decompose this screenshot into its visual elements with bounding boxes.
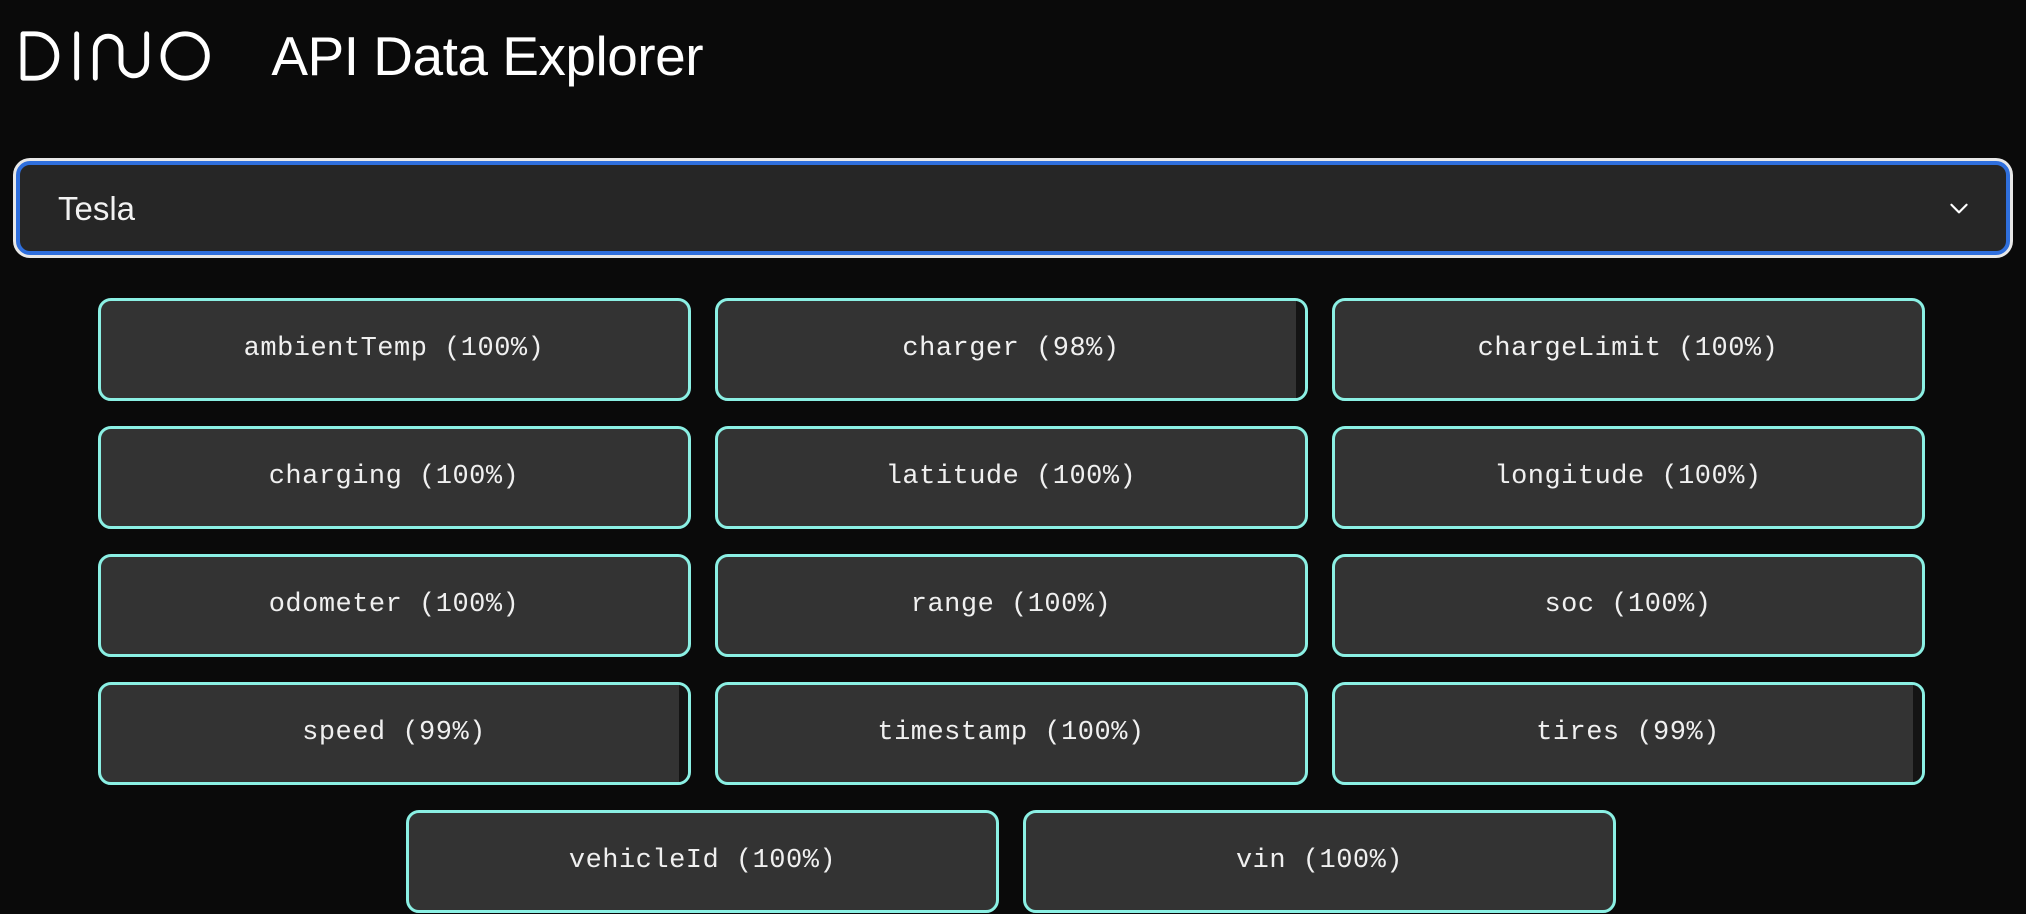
signal-tile-label: soc (100%) — [1544, 590, 1712, 620]
signal-tile-label: charger (98%) — [902, 334, 1120, 364]
make-select-wrapper: Tesla — [16, 161, 2010, 255]
signal-tile-label: ambientTemp (100%) — [243, 334, 545, 364]
signal-grid: ambientTemp (100%) charger (98%) chargeLim… — [97, 298, 1925, 913]
make-select[interactable]: Tesla — [16, 161, 2010, 255]
signal-tile-label: vin (100%) — [1235, 846, 1404, 876]
signal-tile-label: tires (99%) — [1536, 718, 1720, 748]
signal-tile-charging[interactable]: charging (100%) — [97, 426, 691, 529]
signal-tile-speed[interactable]: speed (99%) — [97, 682, 691, 785]
signal-tile-label: charging (100%) — [268, 462, 520, 492]
signal-tile-label: range (100%) — [910, 590, 1112, 620]
signal-tile-longitude[interactable]: longitude (100%) — [1331, 426, 1925, 529]
make-select-value: Tesla — [58, 191, 136, 225]
signal-tile-label: speed (99%) — [302, 718, 486, 748]
chevron-down-icon[interactable] — [1946, 195, 1972, 221]
signal-tile-label: timestamp (100%) — [877, 718, 1145, 748]
signal-tile-timestamp[interactable]: timestamp (100%) — [714, 682, 1308, 785]
signal-tile-label: chargeLimit (100%) — [1477, 334, 1779, 364]
signal-tile-chargeLimit[interactable]: chargeLimit (100%) — [1331, 298, 1925, 401]
signal-tile-vin[interactable]: vin (100%) — [1023, 810, 1616, 913]
signal-tile-label: longitude (100%) — [1494, 462, 1762, 492]
signal-tile-tires[interactable]: tires (99%) — [1331, 682, 1925, 785]
signal-tile-label: odometer (100%) — [268, 590, 520, 620]
signal-tile-label: latitude (100%) — [885, 462, 1137, 492]
signal-tile-charger[interactable]: charger (98%) — [714, 298, 1308, 401]
app-header: API Data Explorer — [16, 16, 704, 96]
signal-tile-odometer[interactable]: odometer (100%) — [97, 554, 691, 657]
signal-tile-label: vehicleId (100%) — [568, 846, 837, 876]
dimo-logo — [20, 31, 210, 81]
signal-tile-soc[interactable]: soc (100%) — [1331, 554, 1925, 657]
signal-tile-vehicleId[interactable]: vehicleId (100%) — [406, 810, 999, 913]
signal-tile-ambientTemp[interactable]: ambientTemp (100%) — [97, 298, 691, 401]
signal-tile-latitude[interactable]: latitude (100%) — [714, 426, 1308, 529]
page-title: API Data Explorer — [271, 24, 704, 87]
signal-tile-range[interactable]: range (100%) — [714, 554, 1308, 657]
